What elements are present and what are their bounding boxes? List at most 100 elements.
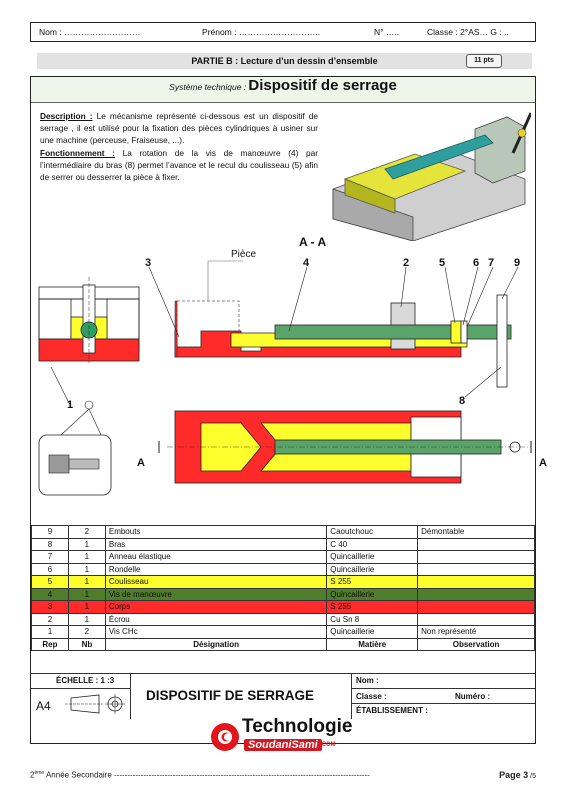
header-nb: Nb: [67, 637, 106, 651]
system-title-band: Système technique : Dispositif de serrag…: [31, 77, 535, 103]
logo-suffix: .COM: [320, 742, 336, 748]
cell-matiere: S 255: [326, 575, 419, 589]
page-total: /5: [528, 773, 536, 780]
cell-designation: Embouts: [104, 525, 328, 539]
title-block-sep: [351, 674, 352, 719]
cell-rep: 9: [31, 525, 69, 539]
cell-rep: 5: [31, 575, 69, 589]
title-block-line1: [351, 688, 535, 689]
logo-line1: Technologie: [242, 716, 353, 737]
callout-4: 4: [303, 257, 310, 269]
header-observation: Observation: [417, 637, 535, 651]
cell-rep: 7: [31, 550, 69, 564]
cell-nb: 1: [67, 600, 106, 614]
exercise-frame: Système technique : Dispositif de serrag…: [30, 76, 547, 744]
header-designation: Désignation: [104, 637, 328, 651]
tunisia-flag-icon: [211, 723, 239, 751]
cell-matiere: Quincaillerie: [326, 587, 419, 601]
description-label: Description :: [40, 111, 93, 121]
cell-designation: Vis CHc: [104, 625, 328, 639]
cell-matiere: Quincaillerie: [326, 625, 419, 639]
points-badge: 11 pts: [466, 54, 502, 68]
callout-3: 3: [145, 257, 152, 269]
callout-6: 6: [473, 257, 480, 269]
scale-label: ÉCHELLE : 1 :3: [56, 676, 115, 685]
cell-obs: [417, 550, 535, 564]
callout-2: 2: [403, 257, 410, 269]
description-block: Description : Le mécanisme représenté ci…: [40, 110, 318, 183]
cartouche-etablissement[interactable]: ÉTABLISSEMENT :: [356, 706, 428, 715]
footer-level-number: 2: [30, 770, 35, 780]
cell-designation: Écrou: [104, 612, 328, 626]
title-block-left: [31, 674, 131, 719]
cell-obs: [417, 537, 535, 551]
cell-matiere: Cu Sn 8: [326, 612, 419, 626]
cell-designation: Coulisseau: [104, 575, 328, 589]
section-title: PARTIE B : Lecture d’un dessin d’ensembl…: [37, 53, 532, 69]
system-label: Système technique :: [169, 82, 247, 92]
vise-3d-illustration: [332, 112, 531, 241]
cell-designation: Bras: [104, 537, 328, 551]
cell-rep: 1: [31, 625, 69, 639]
cell-nb: 1: [67, 537, 106, 551]
cell-matiere: Quincaillerie: [326, 550, 419, 564]
cell-obs: [417, 612, 535, 626]
cell-nb: 1: [67, 575, 106, 589]
header-rep: Rep: [31, 637, 69, 651]
system-name: Dispositif de serrage: [248, 77, 397, 94]
nom-field[interactable]: Nom : ………………………: [39, 27, 141, 37]
footer-level-text: Année Secondaire -----------------------…: [44, 770, 370, 780]
format-label: A4: [36, 699, 51, 713]
page-number: Page 3 /5: [499, 770, 536, 780]
callout-9: 9: [514, 257, 521, 269]
header-matiere: Matière: [326, 637, 419, 651]
section-arrow-right: A: [539, 457, 547, 469]
piece-label: Pièce: [231, 249, 257, 260]
cell-nb: 1: [67, 550, 106, 564]
page-current: Page 3: [499, 770, 529, 780]
title-block: ÉCHELLE : 1 :3 A4 DISPOSITIF DE SERRAGE …: [31, 673, 535, 719]
cell-obs: [417, 600, 535, 614]
cell-nb: 1: [67, 612, 106, 626]
footer-level-sup: ème: [34, 770, 45, 776]
cell-rep: 8: [31, 537, 69, 551]
prenom-field[interactable]: Prénom : ………………………..: [202, 27, 321, 37]
cell-matiere: C 40: [326, 537, 419, 551]
cell-nb: 2: [67, 625, 106, 639]
logo-line2: SoudaniSami: [244, 739, 322, 751]
cell-nb: 2: [67, 525, 106, 539]
fonctionnement-text: La rotation de la vis de manœuvre (4) pa…: [40, 147, 318, 183]
site-logo: Technologie SoudaniSami .COM: [210, 716, 360, 760]
cell-obs: Démontable: [417, 525, 535, 539]
cartouche-numero[interactable]: Numéro :: [455, 692, 491, 701]
cell-nb: 1: [67, 562, 106, 576]
numero-field[interactable]: N° …..: [374, 27, 400, 37]
classe-field[interactable]: Classe : 2°AS… G : ..: [427, 27, 509, 37]
cartouche-nom[interactable]: Nom :: [356, 676, 379, 685]
cell-designation: Corps: [104, 600, 328, 614]
callout-7: 7: [488, 257, 495, 269]
assembly-drawing: [38, 260, 532, 496]
student-header: Nom : ……………………… Prénom : ……………………….. N° …: [30, 22, 536, 42]
callout-8: 8: [459, 395, 466, 407]
fonctionnement-label: Fonctionnement :: [40, 147, 115, 158]
title-block-divider: [31, 688, 131, 689]
cell-matiere: Quincaillerie: [326, 562, 419, 576]
description-text: Le mécanisme représenté ci-dessous est u…: [40, 111, 318, 146]
callout-1: 1: [67, 399, 74, 411]
table-header-row: Rep Nb Désignation Matière Observation: [31, 637, 535, 651]
cartouche-classe[interactable]: Classe :: [356, 692, 387, 701]
callout-5: 5: [439, 257, 446, 269]
projection-symbol-icon: [65, 694, 125, 714]
section-view-label: A - A: [299, 235, 327, 249]
section-arrow-left: A: [137, 457, 145, 469]
